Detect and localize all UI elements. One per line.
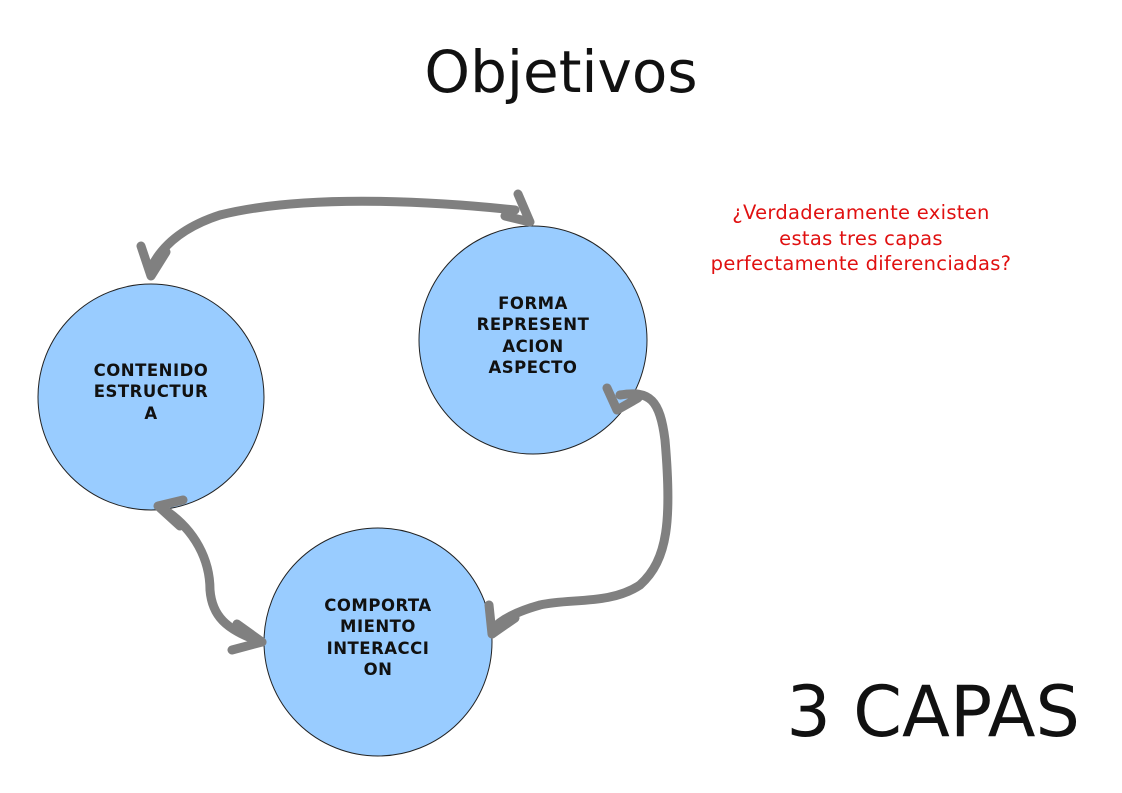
- arrow-forma-to-contenido: [145, 196, 520, 275]
- arrowhead-comportamiento-right: [484, 600, 520, 639]
- arrow-forma-to-comportamiento: [487, 389, 673, 635]
- arrowhead-contenido-bottom: [153, 495, 188, 531]
- page-title: Objetivos: [424, 38, 698, 106]
- arrow-contenido-to-comportamiento: [160, 505, 267, 647]
- node-contenido-circle: [37, 283, 265, 511]
- arrowhead-forma-top: [500, 189, 535, 227]
- arrowhead-contenido-top: [136, 241, 171, 281]
- arrowhead-comportamiento-left: [227, 619, 267, 655]
- node-forma-circle: [418, 225, 648, 455]
- node-contenido-label: CONTENIDO ESTRUCTUR A: [93, 361, 209, 423]
- three-layers-label: 3 CAPAS: [786, 671, 1080, 753]
- node-comportamiento-label: COMPORTA MIENTO INTERACCI ON: [324, 596, 432, 680]
- node-forma-label: FORMA REPRESENT ACION ASPECTO: [476, 294, 590, 378]
- arrowhead-forma-right: [602, 383, 643, 415]
- question-text: ¿Verdaderamente existen estas tres capas…: [710, 201, 1012, 276]
